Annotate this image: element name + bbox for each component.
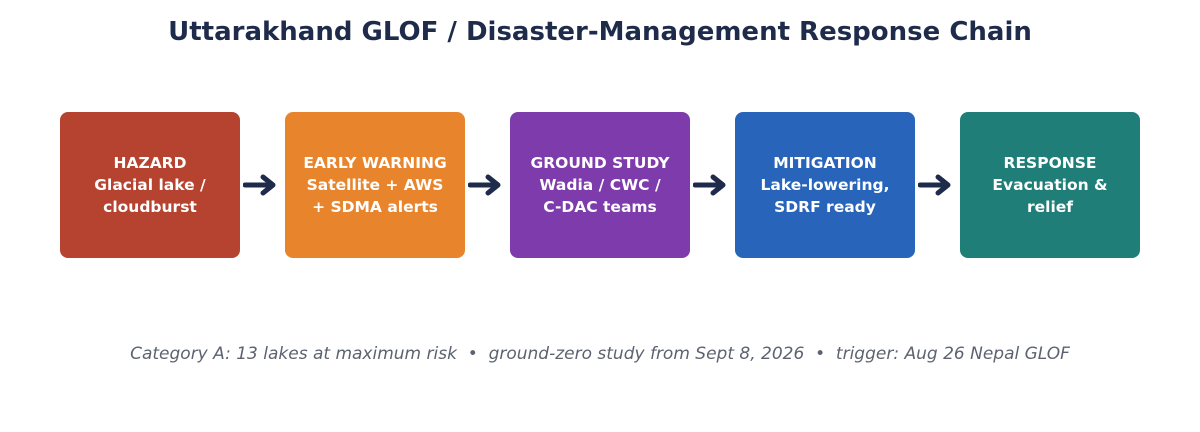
box-mitigation-label: MITIGATION [773, 154, 877, 172]
box-response-label: RESPONSE [1003, 154, 1097, 172]
box-hazard-line1: Glacial lake / [94, 176, 206, 194]
box-hazard-label: HAZARD [113, 154, 187, 172]
footnote-caption: Category A: 13 lakes at maximum risk • g… [130, 344, 1070, 364]
arrow-right-icon [918, 174, 951, 196]
diagram-title: Uttarakhand GLOF / Disaster-Management R… [168, 17, 1032, 47]
arrow-right-icon [468, 174, 501, 196]
box-mitigation-line2: SDRF ready [774, 198, 876, 216]
box-mitigation-line1: Lake-lowering, [760, 176, 890, 194]
box-response: RESPONSE Evacuation & relief [960, 112, 1140, 258]
box-hazard-line2: cloudburst [103, 198, 197, 216]
box-early-warning-line2: + SDMA alerts [312, 198, 438, 216]
box-ground-study: GROUND STUDY Wadia / CWC / C-DAC teams [510, 112, 690, 258]
box-hazard: HAZARD Glacial lake / cloudburst [60, 112, 240, 258]
box-early-warning-line1: Satellite + AWS [306, 176, 444, 194]
box-early-warning: EARLY WARNING Satellite + AWS + SDMA ale… [285, 112, 465, 258]
arrow-right-icon [693, 174, 726, 196]
box-response-line2: relief [1026, 198, 1074, 216]
box-response-line1: Evacuation & [992, 176, 1108, 194]
box-ground-study-label: GROUND STUDY [530, 154, 670, 172]
arrow-right-icon [243, 174, 276, 196]
box-mitigation: MITIGATION Lake-lowering, SDRF ready [735, 112, 915, 258]
box-ground-study-line1: Wadia / CWC / [539, 176, 661, 194]
box-early-warning-label: EARLY WARNING [303, 154, 447, 172]
box-ground-study-line2: C-DAC teams [543, 198, 657, 216]
